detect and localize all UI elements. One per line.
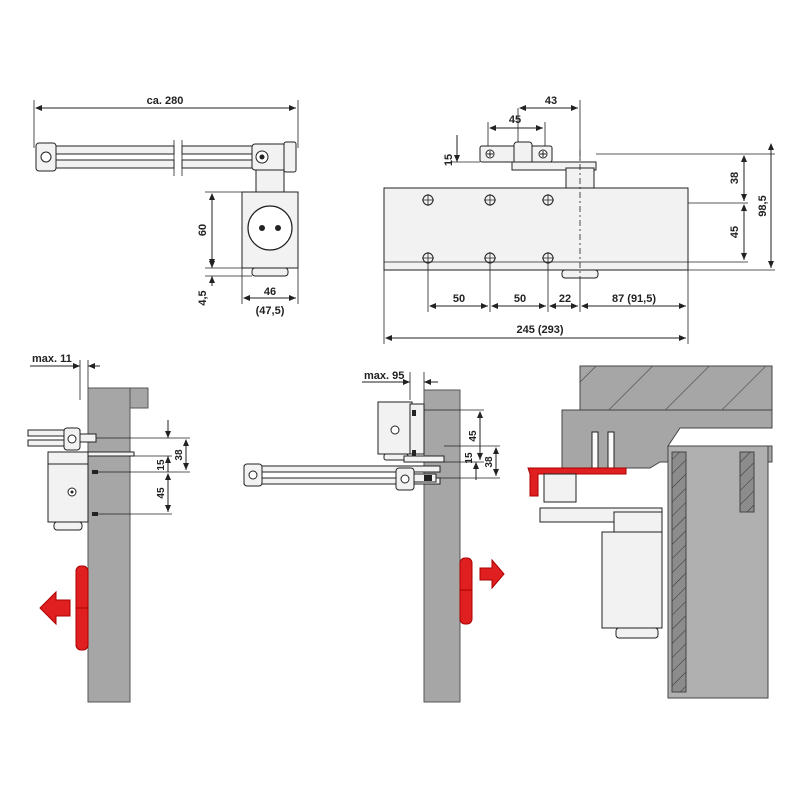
top-left-view: ca. 280 60: [33, 95, 299, 317]
closer-body-front: [383, 150, 689, 280]
opening-direction-arrow: [479, 558, 505, 590]
mounting-plate: [527, 467, 627, 497]
dim-45-bm: 45: [468, 430, 479, 442]
dim-width-alt: (47,5): [256, 305, 285, 317]
dim-45-bl: 45: [156, 487, 167, 499]
dim-50a: 50: [453, 293, 465, 305]
dim-45-top: 45: [509, 114, 521, 126]
dim-98-5: 98,5: [757, 195, 769, 216]
dim-height: 60: [197, 224, 209, 236]
hinge: [459, 557, 473, 625]
closer-body-side: [241, 169, 299, 277]
dim-width: 46: [264, 286, 276, 298]
dim-max11: max. 11: [32, 353, 72, 365]
arm-top-view: [35, 140, 297, 176]
dim-15-bm: 15: [464, 452, 475, 464]
opening-direction-arrow: [39, 590, 71, 626]
dim-50b: 50: [514, 293, 526, 305]
dim-38: 38: [729, 172, 741, 184]
dim-total-length: ca. 280: [147, 95, 184, 107]
dim-87: 87 (91,5): [612, 293, 656, 305]
dim-38-bl: 38: [174, 449, 185, 461]
arm: [243, 463, 441, 491]
dim-245: 245 (293): [516, 324, 563, 336]
bottom-middle-view: max. 95 45 15: [243, 370, 505, 703]
dim-max95: max. 95: [364, 370, 404, 382]
bottom-right-view: [527, 365, 773, 699]
dim-15: 15: [443, 154, 455, 166]
screw-holes: [422, 194, 554, 264]
dim-43: 43: [545, 95, 557, 107]
dim-38-bm: 38: [484, 456, 495, 468]
bottom-left-view: max. 11 15 38 45: [27, 353, 190, 703]
mounting-bracket: [479, 141, 597, 191]
door-leaf: [423, 389, 461, 703]
dim-offset: 4,5: [197, 290, 209, 305]
closer-body: [539, 473, 663, 639]
top-right-view: 43 45 15: [383, 95, 775, 344]
dim-22: 22: [559, 293, 571, 305]
arm-side-view: [27, 427, 135, 531]
closer-body: [377, 401, 445, 463]
dim-15-bl: 15: [156, 459, 167, 471]
dim-45-right: 45: [729, 226, 741, 238]
